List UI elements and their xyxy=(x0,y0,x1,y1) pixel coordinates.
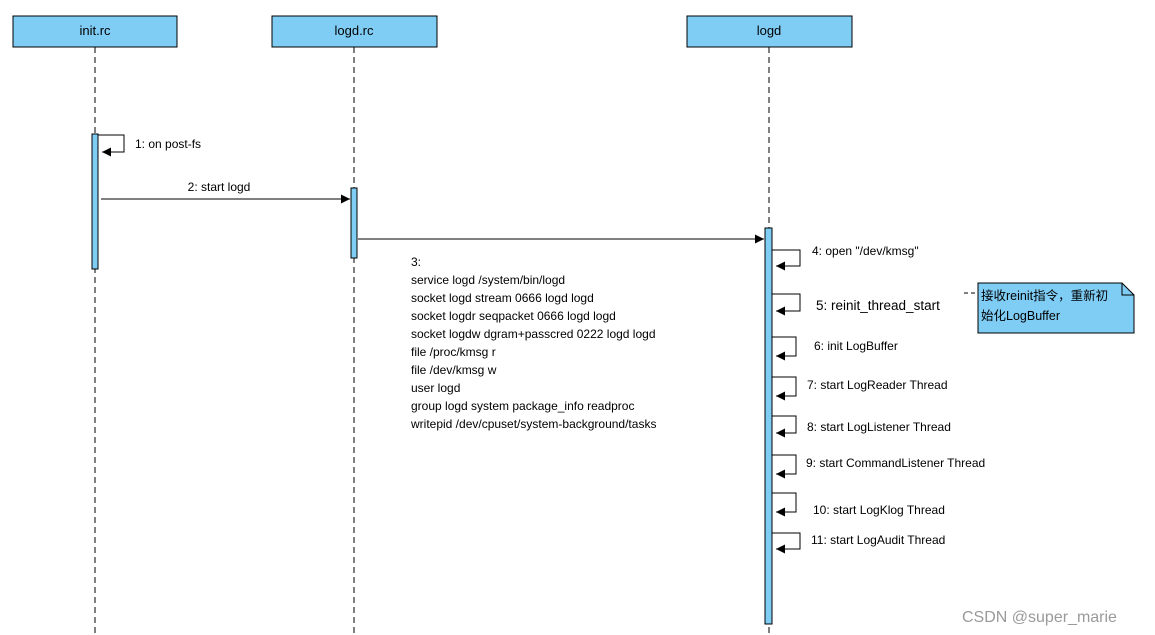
message-3-line: file /dev/kmsg w xyxy=(411,363,497,377)
watermark: CSDN @super_marie xyxy=(962,609,1117,626)
message-label: 11: start LogAudit Thread xyxy=(811,533,945,547)
message-9-self-call: 9: start CommandListener Thread xyxy=(772,454,985,479)
message-6-self-call: 6: init LogBuffer xyxy=(772,336,898,361)
activation-bar-logd-rc xyxy=(350,187,358,259)
message-3-line: service logd /system/bin/logd xyxy=(411,273,565,287)
message-label: 4: open "/dev/kmsg" xyxy=(812,244,919,258)
lifeline-header-logd: logd xyxy=(686,15,853,48)
note-line: 接收reinit指令，重新初 xyxy=(981,288,1108,303)
lifeline-header-init-rc: init.rc xyxy=(12,15,178,48)
message-3-line: socket logd stream 0666 logd logd xyxy=(411,291,594,305)
message-2-start-logd: 2: start logd xyxy=(101,180,350,204)
message-label: 2: start logd xyxy=(188,180,251,194)
message-3-service-logd: 3: service logd /system/bin/logd socket … xyxy=(358,234,764,431)
message-label: 1: on post-fs xyxy=(135,137,201,151)
message-4-self-call: 4: open "/dev/kmsg" xyxy=(772,244,919,271)
message-3-line: 3: xyxy=(411,255,421,269)
lifeline-header-label: init.rc xyxy=(79,23,111,38)
activation-bar-init-rc xyxy=(91,133,99,270)
message-label: 6: init LogBuffer xyxy=(814,339,898,353)
message-10-self-call: 10: start LogKlog Thread xyxy=(772,492,945,517)
message-label: 5: reinit_thread_start xyxy=(816,298,940,313)
lifeline-header-label: logd.rc xyxy=(334,23,374,38)
message-label: 7: start LogReader Thread xyxy=(807,378,948,392)
message-3-line: group logd system package_info readproc xyxy=(411,399,634,413)
message-7-self-call: 7: start LogReader Thread xyxy=(772,376,948,401)
message-3-line: user logd xyxy=(411,381,460,395)
message-3-line: writepid /dev/cpuset/system-background/t… xyxy=(410,417,656,431)
message-1-self-call: 1: on post-fs xyxy=(98,134,201,157)
message-3-line: socket logdw dgram+passcred 0222 logd lo… xyxy=(411,327,656,341)
lifeline-header-label: logd xyxy=(757,23,782,38)
message-8-self-call: 8: start LogListener Thread xyxy=(772,415,951,438)
message-label: 9: start CommandListener Thread xyxy=(806,456,985,470)
activation-bar-logd xyxy=(764,227,773,625)
message-11-self-call: 11: start LogAudit Thread xyxy=(772,532,945,554)
message-label: 10: start LogKlog Thread xyxy=(813,503,945,517)
message-3-label-block: 3: service logd /system/bin/logd socket … xyxy=(410,255,656,431)
message-label: 8: start LogListener Thread xyxy=(807,420,951,434)
message-3-line: socket logdr seqpacket 0666 logd logd xyxy=(411,309,616,323)
note-line: 始化LogBuffer xyxy=(981,309,1060,323)
message-5-self-call: 5: reinit_thread_start xyxy=(772,293,940,316)
lifeline-header-logd-rc: logd.rc xyxy=(271,15,438,48)
note-fold xyxy=(1121,283,1134,296)
note-reinit-logbuffer: 接收reinit指令，重新初 始化LogBuffer xyxy=(964,282,1135,334)
message-3-line: file /proc/kmsg r xyxy=(411,345,496,359)
